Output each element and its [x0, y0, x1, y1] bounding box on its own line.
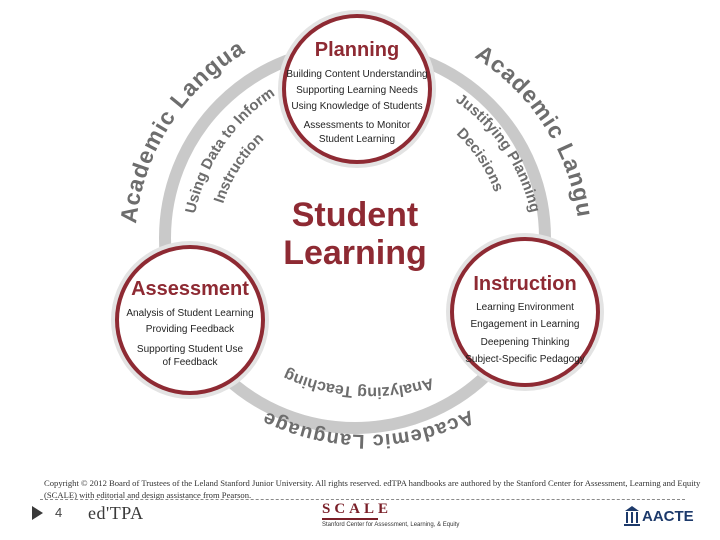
scale-logo: SCALE Stanford Center for Assessment, Le… — [322, 502, 492, 532]
planning-node: Planning Building Content Understanding … — [278, 10, 436, 168]
center-title-line2: Learning — [283, 234, 427, 272]
instruction-item: Subject-Specific Pedagogy — [465, 354, 585, 365]
planning-item: Using Knowledge of Students — [291, 101, 422, 112]
edtpa-logo: ed'TPA — [88, 503, 144, 523]
assessment-item: Supporting Student Use — [137, 344, 244, 355]
planning-item: Assessments to Monitor — [304, 120, 411, 131]
planning-item: Building Content Understanding — [286, 69, 427, 80]
assessment-item: Analysis of Student Learning — [126, 308, 253, 319]
instruction-title: Instruction — [473, 273, 576, 295]
aacte-logo-word: AACTE — [642, 508, 694, 525]
page-number: 4 — [55, 505, 63, 520]
scale-logo-bar — [322, 518, 378, 520]
assessment-item: of Feedback — [162, 357, 218, 368]
scale-logo-word: SCALE — [322, 501, 393, 517]
instruction-item: Deepening Thinking — [481, 337, 570, 348]
copyright-text: Copyright © 2012 Board of Trustees of th… — [44, 478, 701, 500]
aacte-logo: AACTE — [624, 503, 694, 529]
planning-title: Planning — [315, 39, 399, 61]
edtpa-cycle-diagram: Academic Language Using Data to Inform I… — [0, 0, 604, 452]
play-arrow-icon — [32, 506, 43, 520]
arc-bottom-inner: Analyzing Teaching — [281, 366, 435, 401]
planning-item: Student Learning — [319, 134, 395, 145]
building-icon — [624, 506, 640, 526]
instruction-item: Learning Environment — [476, 302, 574, 313]
planning-item: Supporting Learning Needs — [296, 85, 418, 96]
instruction-node: Instruction Learning Environment Engagem… — [446, 233, 604, 391]
assessment-title: Assessment — [131, 278, 249, 300]
scale-logo-subtitle: Stanford Center for Assessment, Learning… — [322, 522, 460, 528]
instruction-item: Engagement in Learning — [471, 319, 580, 330]
center-title-line1: Student — [292, 196, 419, 234]
assessment-node: Assessment Analysis of Student Learning … — [111, 241, 269, 399]
footer-divider — [40, 499, 685, 500]
assessment-item: Providing Feedback — [146, 324, 235, 335]
